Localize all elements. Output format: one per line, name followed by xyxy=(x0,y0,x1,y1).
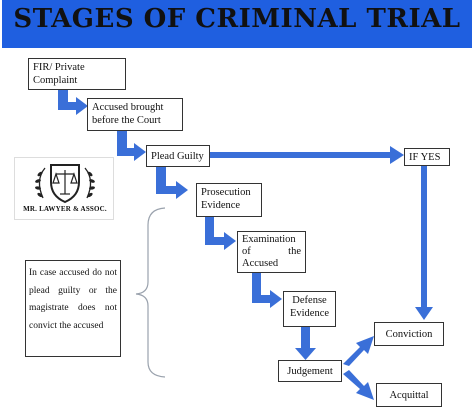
arrow-ifyes-to-conviction xyxy=(415,165,433,320)
fir-line1: FIR/ Private xyxy=(33,62,85,73)
arrow-prosecution-to-examination xyxy=(205,217,236,250)
defense-line2: Evidence xyxy=(289,308,330,319)
fir-line2: Complaint xyxy=(33,75,78,86)
scales-of-justice-shield-icon xyxy=(35,164,95,204)
node-prosecution-evidence: Prosecution Evidence xyxy=(196,183,262,217)
accused-line2: before the Court xyxy=(92,115,161,126)
examination-the: the xyxy=(288,246,301,257)
prosecution-line1: Prosecution xyxy=(201,187,251,198)
node-fir-private-complaint: FIR/ Private Complaint xyxy=(28,58,126,90)
note-bracket xyxy=(135,207,166,378)
node-examination-of-accused: Examination of the Accused xyxy=(237,231,306,273)
defense-line1: Defense xyxy=(292,295,327,306)
examination-line1: Examination xyxy=(242,234,296,245)
node-accused-brought-before-court: Accused brought before the Court xyxy=(87,98,183,131)
arrow-plead-to-prosecution xyxy=(156,166,188,199)
examination-of: of xyxy=(242,246,251,257)
node-judgement: Judgement xyxy=(278,360,342,382)
arrow-judgement-to-conviction xyxy=(343,336,374,366)
arrow-defense-to-judgement xyxy=(295,327,316,360)
law-firm-logo: MR. LAWYER & ASSOC. xyxy=(14,157,114,220)
arrow-plead-to-ifyes xyxy=(208,146,404,164)
note-box: In case accused do not plead guilty or t… xyxy=(25,260,121,357)
plead-label: Plead Guilty xyxy=(151,151,204,162)
prosecution-line2: Evidence xyxy=(201,200,241,211)
page-title: STAGES OF CRIMINAL TRIAL xyxy=(13,4,461,34)
node-if-yes: IF YES xyxy=(404,148,450,166)
examination-line3: Accused xyxy=(242,258,279,269)
arrow-judgement-to-acquittal xyxy=(343,370,374,400)
examination-line2: of the xyxy=(242,246,301,258)
arrow-accused-to-plead xyxy=(117,131,146,161)
arrow-examination-to-defense xyxy=(252,273,282,308)
logo-text: MR. LAWYER & ASSOC. xyxy=(23,205,107,213)
acquittal-label: Acquittal xyxy=(389,390,429,401)
title-banner: STAGES OF CRIMINAL TRIAL xyxy=(2,0,472,48)
conviction-label: Conviction xyxy=(385,329,433,340)
accused-line1: Accused brought xyxy=(92,102,164,113)
node-conviction: Conviction xyxy=(374,322,444,346)
arrow-fir-to-accused xyxy=(58,88,88,115)
note-text: In case accused do not plead guilty or t… xyxy=(29,268,117,331)
ifyes-label: IF YES xyxy=(409,152,441,163)
judgement-label: Judgement xyxy=(287,366,333,377)
node-defense-evidence: Defense Evidence xyxy=(283,291,336,327)
node-plead-guilty: Plead Guilty xyxy=(146,145,210,167)
node-acquittal: Acquittal xyxy=(376,383,442,407)
